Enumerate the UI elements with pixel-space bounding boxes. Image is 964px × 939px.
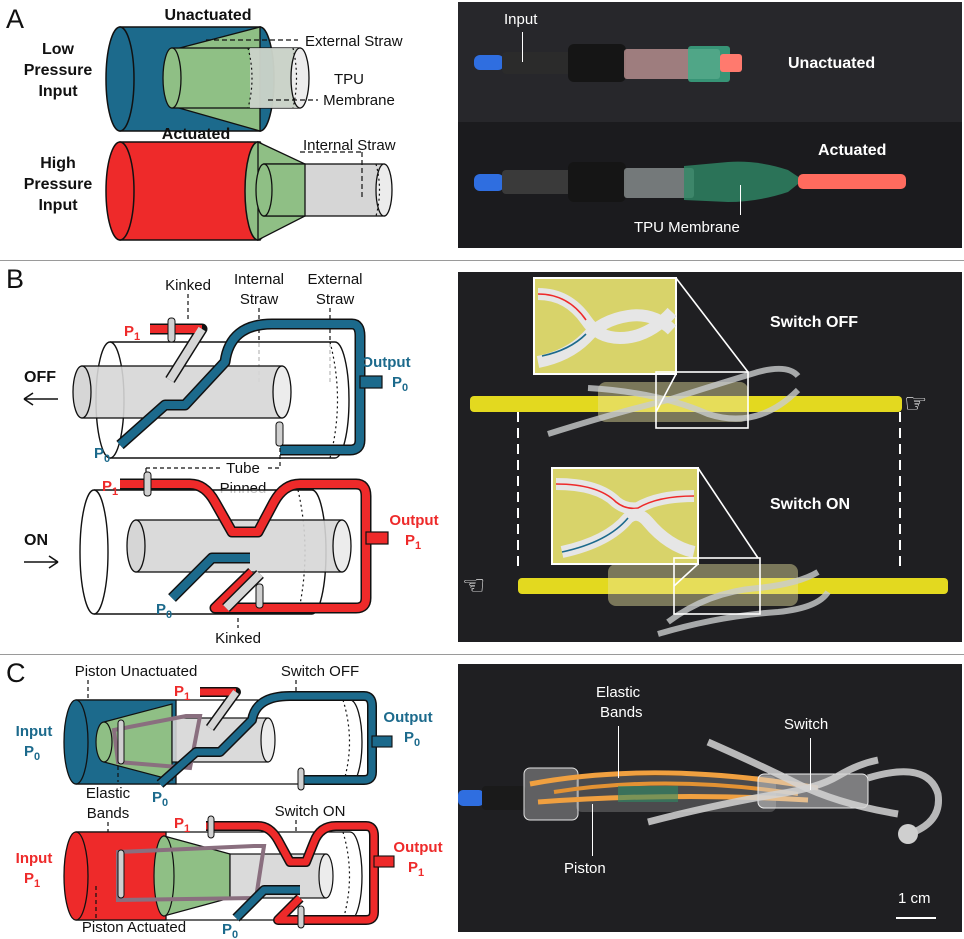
photo-label-tpu: TPU Membrane (634, 219, 740, 236)
c-bottom-red-cylinder (63, 831, 167, 921)
label-switch-off: Switch OFF (281, 663, 359, 680)
photo-label-elastic-2: Bands (600, 704, 643, 721)
panel-b: B Kinked Internal Straw External Straw (0, 262, 964, 652)
label-external-2: Straw (316, 291, 355, 308)
label-switch-on: Switch ON (275, 803, 346, 820)
label-elastic-1: Elastic (86, 785, 131, 802)
label-tpu-2: Membrane (323, 92, 395, 109)
label-kinked-bottom: Kinked (215, 630, 261, 647)
label-elastic-2: Bands (87, 805, 130, 822)
photo-elastic-leader (618, 726, 619, 778)
label-on-output-p1: P1 (405, 532, 421, 552)
red-cylinder (105, 141, 272, 241)
arrow-right-icon (24, 555, 59, 569)
panel-a-diagram: Unactuated Low Pressure Input External S… (24, 7, 403, 242)
label-c-top-p0: P0 (152, 789, 168, 809)
label-high-1: High (40, 155, 76, 172)
panel-letter-a: A (6, 4, 25, 34)
panel-letter-b: B (6, 264, 25, 294)
photo-label-actuated: Actuated (818, 142, 887, 159)
label-c-input-top: Input (16, 723, 53, 740)
label-internal-1: Internal (234, 271, 284, 288)
panel-letter-c: C (6, 658, 26, 688)
label-tube-pinned-1: Tube (226, 460, 260, 477)
photo-label-switch-on: Switch ON (770, 496, 851, 513)
photo-input-leader (522, 32, 523, 62)
label-off-p1: P1 (124, 323, 140, 343)
label-on-p1: P1 (102, 478, 118, 498)
pointing-hand-left-icon: ☜ (462, 570, 486, 600)
c-top-elastic-band (111, 714, 203, 771)
label-actuated: Actuated (162, 126, 230, 143)
label-high-2: Pressure (24, 176, 93, 193)
photo-label-switch: Switch (784, 716, 829, 733)
label-kinked-top: Kinked (165, 277, 211, 294)
photo-scale-label: 1 cm (898, 890, 931, 907)
pointing-hand-right-icon: ☞ (904, 388, 928, 418)
panel-b-photo-art (470, 277, 948, 637)
label-c-output-top: Output (383, 709, 432, 726)
photo-switch-leader (810, 738, 811, 790)
label-c-bottom-p1: P1 (174, 815, 190, 835)
label-external-straw: External Straw (305, 33, 403, 50)
panel-c-photo-art (458, 738, 942, 919)
label-piston-actuated: Piston Actuated (82, 919, 186, 936)
label-internal-straw: Internal Straw (303, 137, 396, 154)
label-c-input-top-p0: P0 (24, 743, 40, 763)
panel-a: A Unactuated Low Pressure Input External… (0, 0, 964, 258)
label-c-output-top-p0: P0 (404, 729, 420, 749)
panel-b-diagram: Kinked Internal Straw External Straw P1 … (23, 271, 439, 647)
label-c-bottom-p0: P0 (222, 921, 238, 939)
label-off: OFF (24, 369, 56, 386)
label-low-3: Input (38, 83, 78, 100)
panel-c: C Piston Unactuated Switch OFF P1 P0 Inp… (0, 656, 964, 939)
label-off-p0: P0 (94, 445, 110, 465)
divider-a-b (0, 260, 964, 261)
label-c-output-bottom: Output (393, 839, 442, 856)
label-c-input-bottom: Input (16, 850, 53, 867)
photo-label-input: Input (504, 11, 538, 28)
panel-c-photo: Elastic Bands Switch Piston 1 cm (458, 664, 962, 932)
photo-label-piston: Piston (564, 860, 606, 877)
internal-straw-bottom (255, 163, 393, 217)
photo-tpu-leader (740, 185, 741, 215)
photo-label-elastic-1: Elastic (596, 684, 641, 701)
label-unactuated: Unactuated (164, 7, 251, 24)
photo-label-switch-off: Switch OFF (770, 314, 858, 331)
label-c-output-bottom-p1: P1 (408, 859, 424, 879)
label-external-1: External (307, 271, 362, 288)
label-high-3: Input (38, 197, 78, 214)
panel-a-photo: Input Unactuated Actuated TPU Membrane (458, 2, 962, 248)
internal-straw-top (162, 47, 310, 109)
panel-a-photo-art (458, 2, 962, 248)
divider-b-c (0, 654, 964, 655)
label-piston-unactuated: Piston Unactuated (75, 663, 198, 680)
label-off-output-p0: P0 (392, 374, 408, 394)
label-on-output: Output (389, 512, 438, 529)
photo-piston-leader (592, 804, 593, 856)
photo-label-unactuated: Unactuated (788, 55, 876, 72)
label-c-top-p1: P1 (174, 683, 190, 703)
label-on-p0: P0 (156, 601, 172, 621)
label-low-1: Low (42, 41, 75, 58)
on-output-stub (365, 531, 389, 545)
off-output-stub (359, 375, 383, 389)
label-c-input-bottom-p1: P1 (24, 870, 40, 890)
label-on: ON (24, 532, 48, 549)
panel-c-diagram: Piston Unactuated Switch OFF P1 P0 Input… (16, 663, 443, 939)
label-off-output: Output (361, 354, 410, 371)
label-tpu-1: TPU (334, 71, 364, 88)
label-low-2: Pressure (24, 62, 93, 79)
arrow-left-icon (23, 392, 58, 406)
label-internal-2: Straw (240, 291, 279, 308)
panel-b-photo: Switch OFF Switch ON ☞ ☜ (458, 272, 962, 642)
